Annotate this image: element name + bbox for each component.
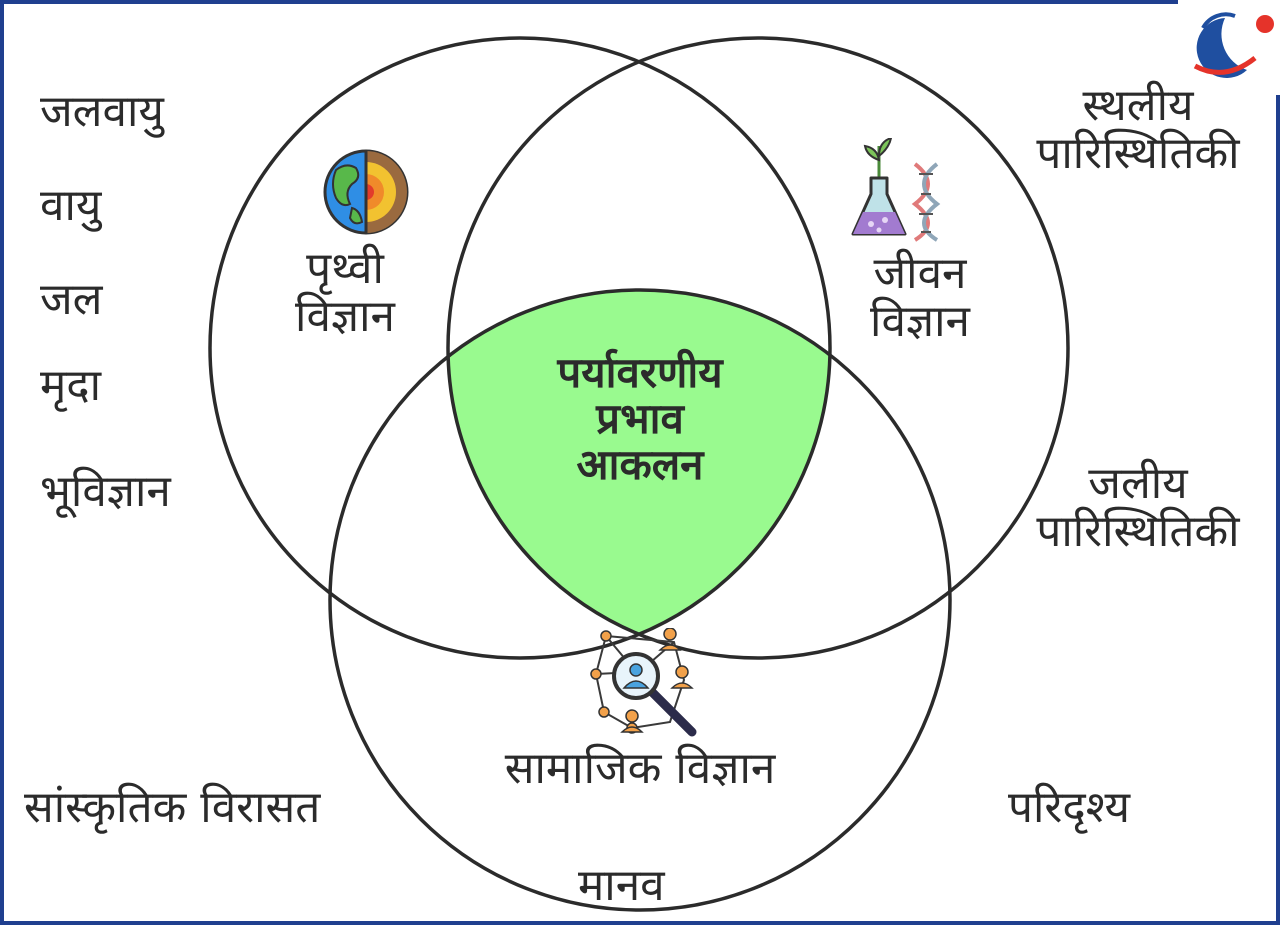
human-label: मानव	[578, 860, 665, 911]
left-label-climate: जलवायु	[40, 86, 164, 137]
center-title: पर्यावरणीय प्रभाव आकलन	[470, 348, 810, 490]
life-science-label: जीवन विज्ञान	[820, 248, 1020, 348]
terrestrial-ecology-label: स्थलीय पारिस्थितिकी	[1000, 80, 1276, 180]
people-network-search-icon	[590, 628, 697, 737]
cultural-heritage-label: सांस्कृतिक विरासत	[24, 782, 321, 833]
left-label-air: वायु	[40, 180, 102, 231]
social-science-label: सामाजिक विज्ञान	[504, 743, 776, 794]
center-title-line3: आकलन	[576, 440, 704, 490]
landscape-label: परिदृश्य	[1008, 782, 1130, 833]
intersection-highlight	[448, 290, 830, 658]
earth-science-label: पृथ्वी विज्ञान	[245, 243, 445, 343]
terrestrial-ecology-line1: स्थलीय	[1082, 80, 1194, 131]
center-title-line2: प्रभाव	[596, 394, 684, 444]
life-science-label-line2: विज्ञान	[870, 296, 970, 348]
aquatic-ecology-line2: पारिस्थितिकी	[1036, 506, 1240, 558]
life-science-label-line1: जीवन	[873, 248, 967, 299]
left-label-water: जल	[40, 274, 103, 325]
left-label-geology: भूविज्ञान	[40, 466, 171, 517]
earth-science-label-line1: पृथ्वी	[306, 243, 384, 294]
earth-globe-icon	[323, 149, 409, 235]
flask-dna-icon	[851, 138, 941, 242]
earth-science-label-line2: विज्ञान	[295, 291, 395, 343]
life-science-circle	[446, 36, 1070, 660]
brand-logo-icon	[1193, 12, 1274, 78]
social-science-circle	[328, 288, 952, 912]
aquatic-ecology-label: जलीय पारिस्थितिकी	[1000, 458, 1276, 558]
center-title-line1: पर्यावरणीय	[557, 348, 723, 397]
earth-science-circle	[208, 36, 832, 660]
terrestrial-ecology-line2: पारिस्थितिकी	[1036, 128, 1240, 180]
aquatic-ecology-line1: जलीय	[1088, 458, 1188, 509]
left-label-soil: मृदा	[40, 360, 102, 411]
